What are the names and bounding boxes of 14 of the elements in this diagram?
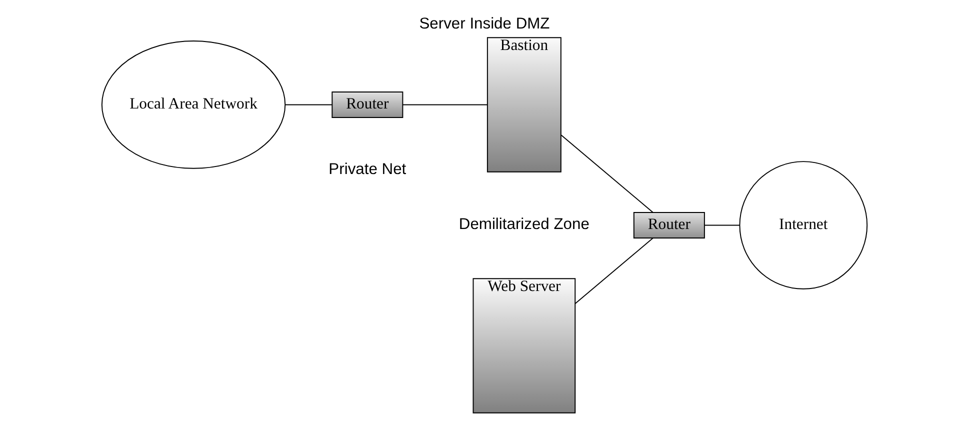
connector: [704, 224, 740, 226]
node-box: Bastion: [486, 37, 562, 172]
connector: [402, 104, 488, 106]
node-ellipse: Local Area Network: [101, 40, 286, 169]
diagram-title: Server Inside DMZ: [419, 16, 550, 33]
label: Demilitarized Zone: [458, 216, 590, 233]
connector: [574, 238, 654, 304]
node-circle: Internet: [739, 161, 868, 290]
label: Private Net: [328, 161, 406, 178]
connector: [284, 104, 332, 106]
node-box: Web Server: [472, 278, 576, 414]
connector: [560, 134, 654, 213]
node-box: Router: [332, 92, 404, 118]
node-box: Router: [633, 212, 705, 238]
